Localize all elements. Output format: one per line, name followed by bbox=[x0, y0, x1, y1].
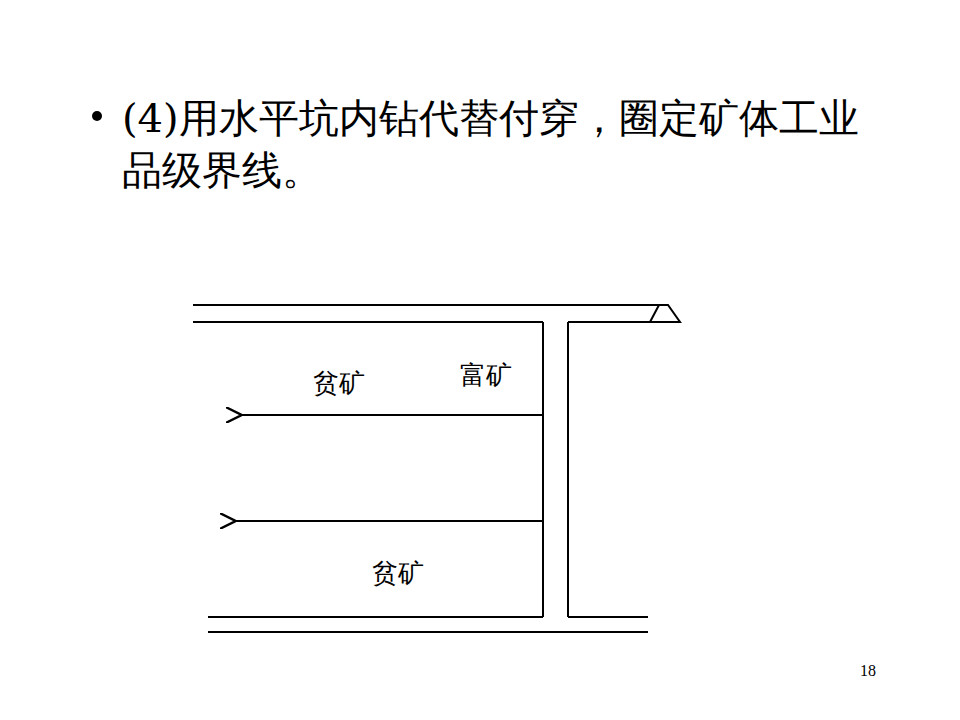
drill-hole bbox=[234, 520, 543, 522]
ore-grade-label: 贫矿 bbox=[372, 558, 424, 588]
ore-band-fill bbox=[304, 269, 639, 668]
page-number: 18 bbox=[860, 662, 876, 680]
drill-hole bbox=[240, 414, 543, 416]
upper-drift bbox=[193, 305, 680, 322]
ore-band: 贫矿 富矿 bbox=[302, 268, 640, 668]
ore-band-outline bbox=[302, 268, 640, 668]
ore-grade-label: 富矿 bbox=[460, 360, 512, 390]
lower-drift bbox=[208, 616, 543, 618]
lower-drift bbox=[568, 616, 648, 618]
rich-ore-zone: 富矿 bbox=[393, 270, 555, 550]
upper-drift bbox=[193, 321, 543, 323]
ore-band-fill bbox=[224, 258, 409, 664]
drift-end bbox=[650, 305, 659, 322]
ore-grade-label: 贫矿 bbox=[313, 368, 365, 398]
raise-shaft bbox=[542, 322, 544, 617]
ore-band-outline bbox=[220, 256, 412, 666]
raise-shaft bbox=[567, 322, 569, 617]
slide-title: (4)用水平坑内钻代替付穿，圈定矿体工业品级界线。 bbox=[122, 92, 892, 196]
bullet-dot bbox=[92, 111, 102, 121]
rich-ore-zone-fill bbox=[396, 267, 554, 547]
rich-ore-zone-outline bbox=[393, 270, 555, 550]
ore-band: 贫矿 bbox=[220, 256, 412, 666]
lower-drift bbox=[208, 631, 648, 633]
